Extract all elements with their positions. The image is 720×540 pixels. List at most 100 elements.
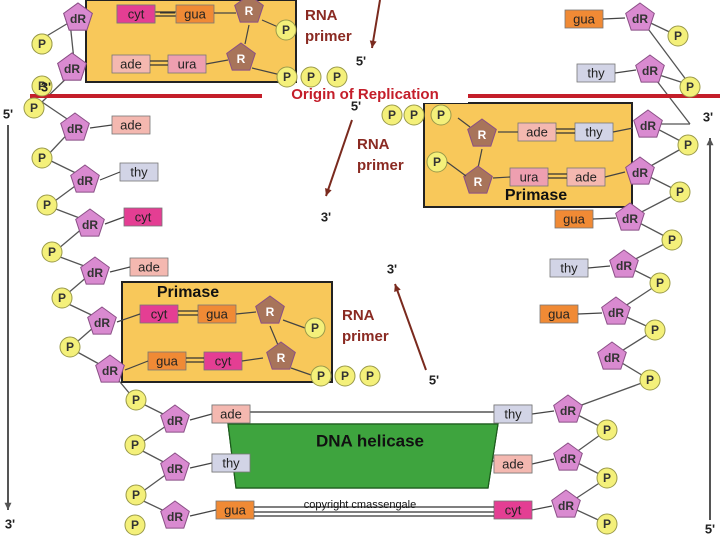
bond — [189, 509, 217, 517]
primer-arrow — [325, 119, 353, 197]
base-ade-label: ade — [120, 56, 142, 71]
bond — [587, 265, 611, 269]
base-cyt-label: cyt — [151, 306, 168, 321]
deoxyribose-sugar — [597, 341, 627, 370]
bond — [531, 458, 555, 465]
bond — [446, 161, 467, 177]
deoxyribose-sugar-label: dR — [560, 452, 576, 466]
phosphate-label: P — [132, 393, 140, 407]
deoxyribose-sugar-label: dR — [67, 122, 83, 136]
deoxyribose-sugar-label: dR — [70, 12, 86, 26]
phosphate-label: P — [38, 79, 46, 93]
bond — [99, 171, 121, 181]
phosphate — [403, 104, 425, 126]
base-cyt — [116, 4, 156, 24]
base-thy-label: thy — [504, 406, 522, 421]
base-ade-label: ade — [526, 124, 548, 139]
deoxyribose-sugar-label: dR — [604, 351, 620, 365]
bond — [109, 266, 131, 273]
base-thy-label: thy — [130, 164, 148, 179]
phosphate-label: P — [676, 185, 684, 199]
deoxyribose-sugar-label: dR — [622, 212, 638, 226]
right-strand-direction-head — [706, 138, 714, 146]
deoxyribose-sugar-label: dR — [642, 64, 658, 78]
deoxyribose-sugar-label: dR — [558, 499, 574, 513]
deoxyribose-sugar-label: dR — [82, 218, 98, 232]
base-gua-label: gua — [224, 502, 246, 517]
phosphate — [596, 513, 618, 535]
end-label: 3' — [5, 516, 15, 531]
base-ura-label: ura — [520, 169, 540, 184]
primase-label: Primase — [505, 187, 567, 204]
deoxyribose-sugar — [601, 296, 631, 325]
phosphate — [31, 33, 53, 55]
deoxyribose-sugar — [553, 394, 583, 423]
ribose-sugar — [463, 165, 493, 194]
deoxyribose-sugar-label: dR — [87, 266, 103, 280]
base-gua-label: gua — [184, 6, 206, 21]
ribose-sugar — [266, 341, 296, 370]
base-gua — [175, 4, 215, 24]
deoxyribose-sugar — [70, 164, 100, 193]
phosphate — [679, 76, 701, 98]
primer-arrow — [371, 0, 381, 49]
phosphate — [125, 389, 147, 411]
phosphate-label: P — [684, 138, 692, 152]
copyright-text: copyright cmassengale — [304, 499, 417, 511]
deoxyribose-sugar — [615, 202, 645, 231]
deoxyribose-sugar — [633, 109, 663, 138]
phosphate-label: P — [43, 198, 51, 212]
rna-primer-label: RNA — [342, 307, 375, 324]
bond — [612, 127, 634, 133]
deoxyribose-sugar — [63, 2, 93, 31]
phosphate — [639, 369, 661, 391]
phosphate-label: P — [333, 70, 341, 84]
phosphate-label: P — [603, 471, 611, 485]
phosphate — [667, 25, 689, 47]
phosphate-label: P — [66, 340, 74, 354]
deoxyribose-sugar-label: dR — [167, 414, 183, 428]
phosphate-label: P — [651, 323, 659, 337]
phosphate — [51, 287, 73, 309]
deoxyribose-sugar-label: dR — [64, 62, 80, 76]
end-label: 3' — [387, 261, 397, 276]
deoxyribose-sugar-label: dR — [632, 166, 648, 180]
bond — [457, 117, 471, 128]
deoxyribose-sugar — [75, 208, 105, 237]
ribose-sugar — [467, 118, 497, 147]
phosphate — [31, 75, 53, 97]
primase-box-right — [423, 102, 633, 208]
bond — [492, 176, 511, 179]
base-thy-label: thy — [585, 124, 603, 139]
phosphate-label: P — [283, 70, 291, 84]
ribose-sugar-label: R — [474, 175, 483, 189]
phosphate — [669, 181, 691, 203]
bond — [577, 312, 603, 315]
bond — [602, 17, 626, 20]
phosphate-label: P — [311, 321, 319, 335]
phosphate-label: P — [30, 101, 38, 115]
deoxyribose-sugar-label: dR — [94, 316, 110, 330]
deoxyribose-sugar — [95, 354, 125, 383]
bond — [124, 360, 149, 371]
base-cyt-label: cyt — [505, 502, 522, 517]
primer-arrow-head — [394, 284, 401, 292]
base-ade-label: ade — [120, 117, 142, 132]
bond — [205, 59, 229, 65]
bond — [235, 311, 257, 315]
base-ade-label: ade — [220, 406, 242, 421]
phosphate — [124, 434, 146, 456]
phosphate — [304, 317, 326, 339]
end-label: 5' — [705, 521, 715, 536]
deoxyribose-sugar — [609, 249, 639, 278]
phosphate-label: P — [603, 517, 611, 531]
phosphate — [326, 66, 348, 88]
base-ura-label: ura — [178, 56, 198, 71]
phosphate-label: P — [341, 369, 349, 383]
phosphate-label: P — [686, 80, 694, 94]
end-label: 3' — [321, 209, 331, 224]
base-cyt-label: cyt — [135, 209, 152, 224]
phosphate — [31, 147, 53, 169]
